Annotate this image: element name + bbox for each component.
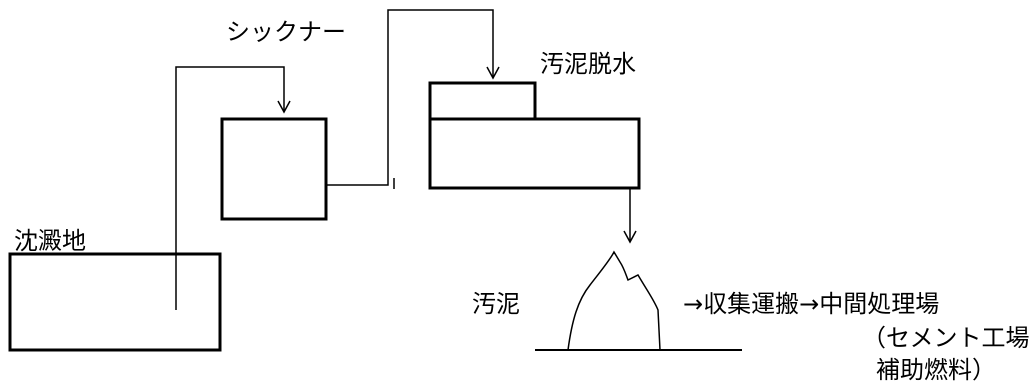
thickener-box [220, 117, 328, 221]
arrow-into-dewatering [486, 66, 500, 80]
sludge-pile-icon [567, 250, 661, 351]
settling-pond-label: 沈澱地 [14, 227, 86, 255]
dewatering-main-box [428, 117, 641, 190]
sludge-label: 汚泥 [472, 290, 520, 318]
thickener-label: シックナー [226, 18, 346, 46]
dewatering-top-box [428, 81, 537, 121]
note-line1: （セメント工場 [862, 324, 1029, 352]
arrow-into-thickener [277, 100, 291, 114]
arrow-into-sludge [623, 230, 637, 244]
pipe-thickener-to-dewatering [326, 9, 494, 186]
pipe-pond-to-thickener [175, 66, 285, 310]
settling-pond-box [8, 252, 222, 352]
dewatering-label: 汚泥脱水 [540, 50, 636, 78]
note-line2: 補助燃料） [876, 356, 996, 384]
route-label: →収集運搬→中間処理場 [683, 290, 939, 318]
